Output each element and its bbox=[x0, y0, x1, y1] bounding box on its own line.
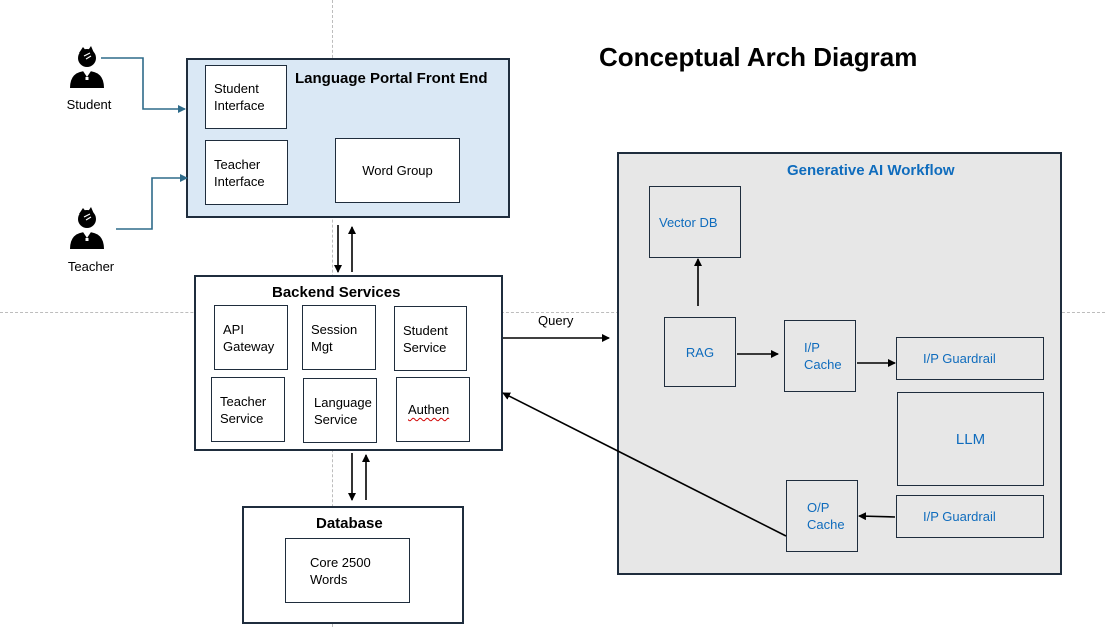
op-cache-to-backend-arrow bbox=[502, 392, 787, 537]
ip-cache-box: I/P Cache bbox=[784, 320, 856, 392]
ip-guardrail-bottom-box: I/P Guardrail bbox=[896, 495, 1044, 538]
teacher-label: Teacher bbox=[67, 259, 115, 274]
diagram-title: Conceptual Arch Diagram bbox=[599, 42, 918, 72]
language-service-box: Language Service bbox=[303, 378, 377, 443]
frontend-backend-arrows bbox=[334, 225, 356, 273]
teacher-service-box: Teacher Service bbox=[211, 377, 285, 442]
backend-database-arrows bbox=[348, 453, 370, 501]
database-title: Database bbox=[316, 515, 383, 532]
student-interface-box: Student Interface bbox=[205, 65, 287, 129]
teacher-to-frontend-connector bbox=[116, 174, 188, 230]
student-to-frontend-connector bbox=[101, 57, 186, 113]
backend-title: Backend Services bbox=[272, 284, 401, 301]
horizontal-guide-line bbox=[0, 312, 1105, 313]
teacher-interface-box: Teacher Interface bbox=[205, 140, 288, 205]
teacher-person-icon bbox=[67, 205, 107, 253]
frontend-title: Language Portal Front End bbox=[295, 70, 488, 87]
api-gateway-box: API Gateway bbox=[214, 305, 288, 370]
core-words-box: Core 2500 Words bbox=[285, 538, 410, 603]
llm-box: LLM bbox=[897, 392, 1044, 486]
authen-box: Authen bbox=[396, 377, 470, 442]
word-group-box: Word Group bbox=[335, 138, 460, 203]
authen-label: Authen bbox=[408, 402, 450, 417]
session-mgt-box: Session Mgt bbox=[302, 305, 376, 370]
student-label: Student bbox=[66, 97, 112, 112]
op-cache-box: O/P Cache bbox=[786, 480, 858, 552]
ai-workflow-title: Generative AI Workflow bbox=[787, 162, 955, 179]
student-service-box: Student Service bbox=[394, 306, 467, 371]
guardrail-to-op-cache-arrow bbox=[858, 512, 896, 521]
query-edge-label: Query bbox=[538, 313, 574, 328]
ip-guardrail-top-box: I/P Guardrail bbox=[896, 337, 1044, 380]
vector-db-box: Vector DB bbox=[649, 186, 741, 258]
student-person-icon bbox=[67, 44, 107, 92]
rag-box: RAG bbox=[664, 317, 736, 387]
